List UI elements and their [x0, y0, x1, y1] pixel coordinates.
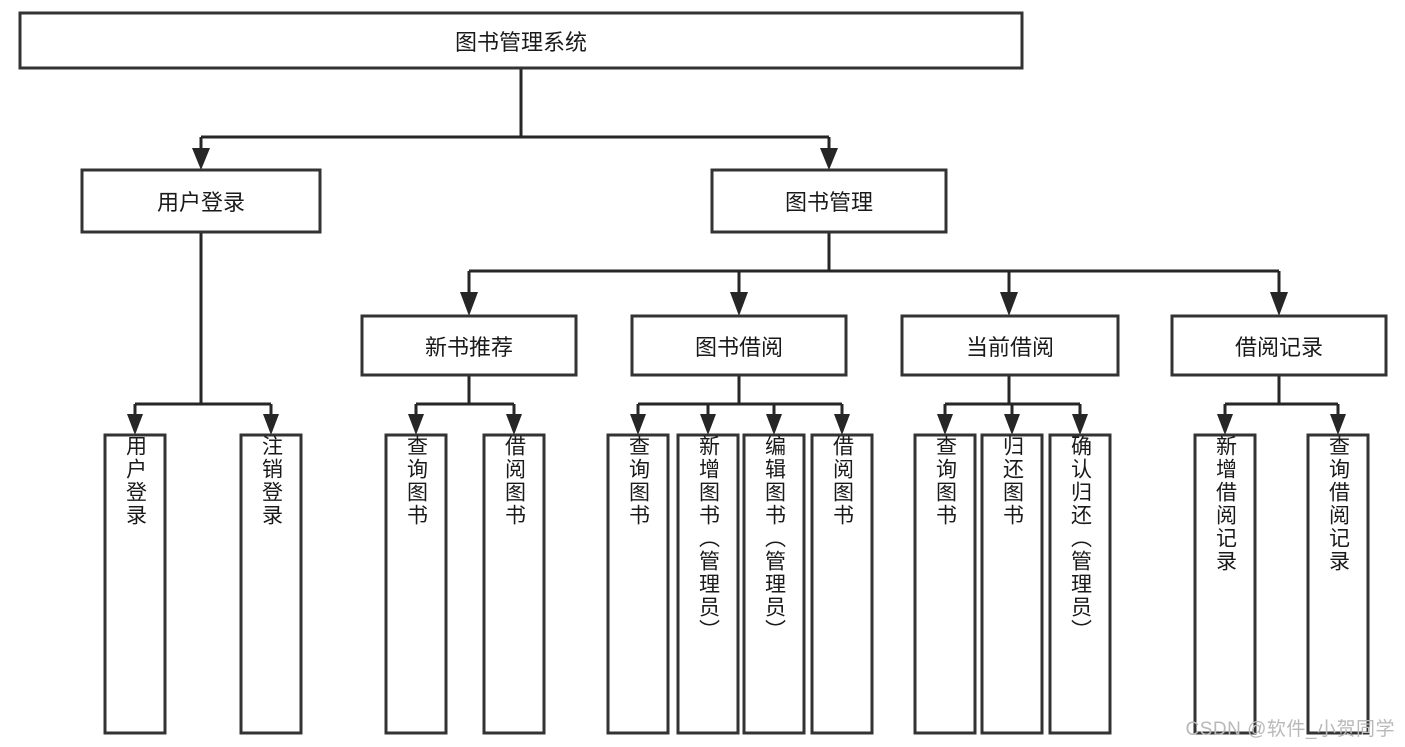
arrow-record-to-query — [1330, 414, 1346, 435]
node-box-user-login[interactable] — [80, 168, 322, 234]
arrow-root-to-user — [192, 148, 210, 170]
edge-group-newbook — [408, 375, 522, 435]
arrow-borrow-to-edit — [766, 414, 782, 435]
node-box-leaf-borrow-edit-book[interactable] — [742, 433, 806, 735]
edge-group-current — [937, 375, 1088, 435]
node-box-new-book-recommend[interactable] — [360, 314, 578, 377]
arrow-book-to-borrow — [730, 292, 748, 316]
node-box-leaf-user-login[interactable] — [103, 433, 167, 735]
arrow-borrow-to-add — [700, 414, 716, 435]
arrow-record-to-add — [1217, 414, 1233, 435]
arrow-newbook-to-query — [408, 414, 424, 435]
node-box-leaf-borrow-query-book[interactable] — [606, 433, 670, 735]
arrow-book-to-record — [1270, 292, 1288, 316]
node-box-root[interactable] — [18, 11, 1024, 70]
node-box-leaf-current-return-book[interactable] — [980, 433, 1044, 735]
node-box-leaf-new-query-book[interactable] — [384, 433, 448, 735]
arrow-user-to-login — [127, 414, 143, 435]
edge-group-user-login — [127, 232, 279, 435]
node-box-borrow-record[interactable] — [1170, 314, 1388, 377]
node-box-leaf-record-query[interactable] — [1306, 433, 1370, 735]
watermark-text: CSDN @软件_小贺同学 — [1185, 719, 1395, 740]
arrow-book-to-current — [1000, 292, 1018, 316]
arrow-borrow-to-take — [834, 414, 850, 435]
arrow-current-to-query — [937, 414, 953, 435]
node-box-leaf-new-borrow-book[interactable] — [482, 433, 546, 735]
node-box-leaf-borrow-add-book[interactable] — [676, 433, 740, 735]
arrow-borrow-to-query — [630, 414, 646, 435]
arrow-current-to-confirm — [1072, 414, 1088, 435]
node-box-leaf-current-confirm-return[interactable] — [1048, 433, 1112, 735]
node-box-leaf-current-query-book[interactable] — [913, 433, 977, 735]
node-box-leaf-borrow-take-book[interactable] — [810, 433, 874, 735]
edge-group-root — [192, 68, 838, 170]
edge-group-book-management — [460, 232, 1288, 316]
arrow-book-to-newbook — [460, 292, 478, 316]
node-box-leaf-record-add[interactable] — [1193, 433, 1257, 735]
arrow-current-to-return — [1004, 414, 1020, 435]
edge-group-borrow — [630, 375, 850, 435]
edge-group-record — [1217, 375, 1346, 435]
arrow-root-to-book — [820, 148, 838, 170]
node-box-book-borrow[interactable] — [630, 314, 848, 377]
node-box-current-borrow[interactable] — [900, 314, 1120, 377]
arrow-user-to-logout — [263, 414, 279, 435]
node-box-book-management[interactable] — [710, 168, 948, 234]
node-box-leaf-user-logout[interactable] — [239, 433, 303, 735]
arrow-newbook-to-borrow — [506, 414, 522, 435]
